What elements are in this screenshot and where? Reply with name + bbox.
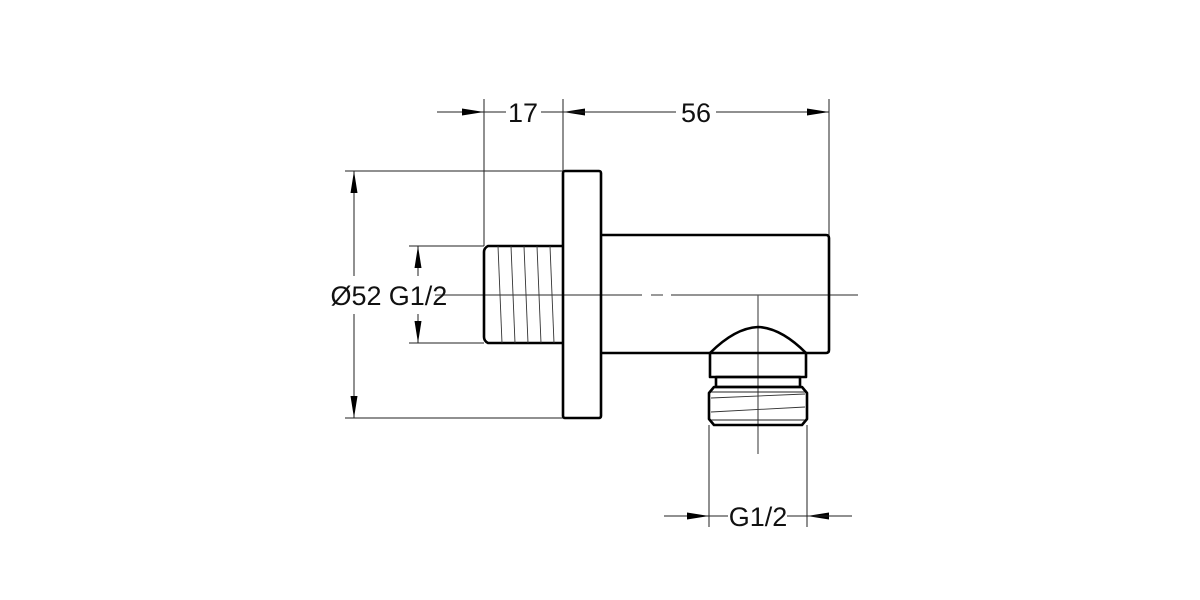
elbow-body	[601, 233, 831, 355]
dimension-label-56: 56	[681, 98, 711, 128]
inlet-thread	[482, 244, 563, 345]
dimension-flange-diameter: Ø52	[330, 171, 382, 418]
inlet-thread-outline	[482, 244, 563, 345]
inlet-thread-lines	[497, 245, 555, 344]
dimension-label-inlet-g12: G1/2	[389, 281, 448, 311]
outlet-connector	[707, 325, 809, 427]
centerlines	[435, 294, 858, 454]
extension-lines	[345, 99, 830, 527]
dimension-outlet-thread: G1/2	[664, 502, 852, 532]
dimension-label-diameter-52: Ø52	[330, 281, 381, 311]
dimension-inlet-length: 17	[437, 98, 563, 128]
outlet-thread-line	[710, 393, 806, 399]
outlet-thread-outline	[707, 385, 809, 427]
outlet-dome	[709, 325, 807, 354]
dimension-label-17: 17	[508, 98, 538, 128]
dimension-body-length: 56	[563, 98, 829, 128]
outlet-thread-line	[710, 406, 806, 413]
dimension-inlet-thread: G1/2	[389, 246, 448, 343]
wall-flange	[561, 169, 603, 420]
dimension-label-outlet-g12: G1/2	[729, 502, 788, 532]
